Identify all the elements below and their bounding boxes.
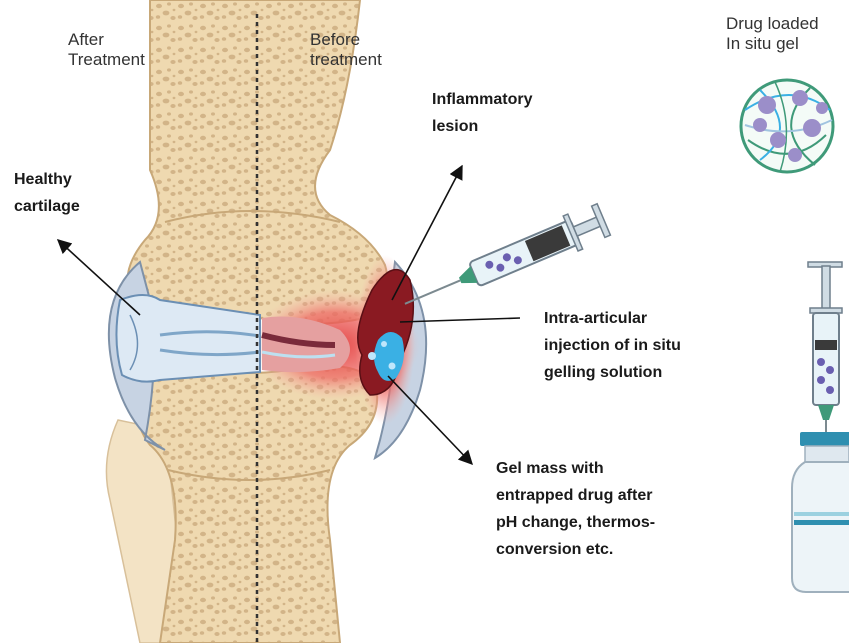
- drug-loaded-gel-label: Drug loaded In situ gel: [726, 14, 819, 54]
- drug-loaded-gel-sphere: [741, 80, 833, 172]
- injection-label: Intra-articular injection of in situ gel…: [544, 305, 681, 386]
- drug-vial: [792, 432, 849, 592]
- after-treatment-label: After Treatment: [68, 30, 145, 70]
- inflammatory-lesion-label: Inflammatory lesion: [432, 86, 532, 140]
- main-syringe: [398, 202, 612, 321]
- gel-mass-label: Gel mass with entrapped drug after pH ch…: [496, 455, 655, 563]
- healthy-cartilage-label: Healthy cartilage: [14, 166, 80, 220]
- before-treatment-label: Before treatment: [310, 30, 382, 70]
- arrow-inflammatory-lesion: [392, 166, 462, 300]
